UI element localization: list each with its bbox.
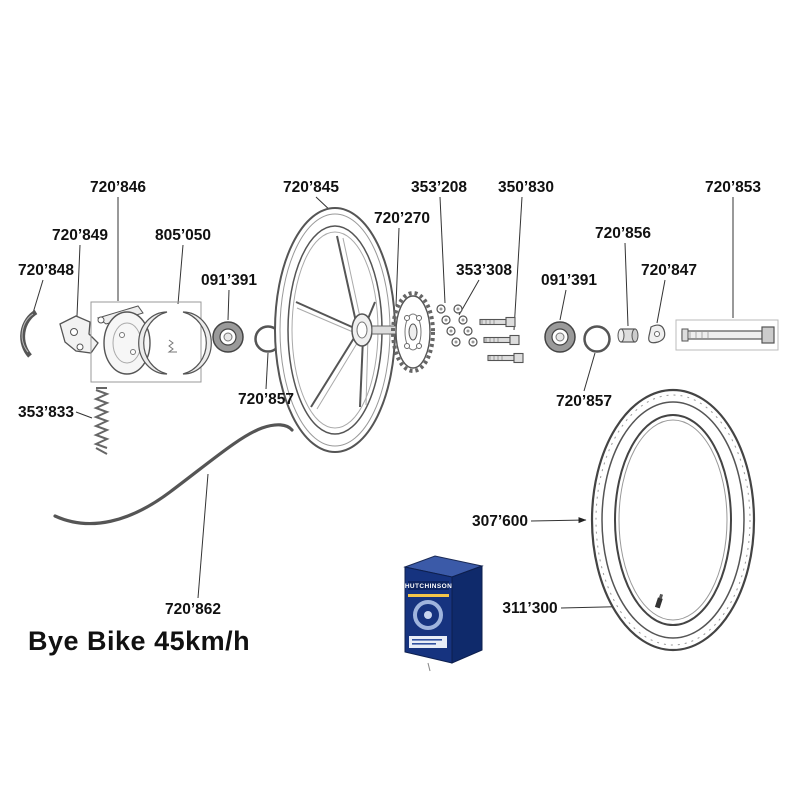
part-label-720857-right: 720’857 xyxy=(556,393,612,410)
clip-drawing xyxy=(20,309,38,358)
part-label-353308: 353’308 xyxy=(456,262,512,279)
part-label-091391-right: 091’391 xyxy=(541,272,597,289)
bearing-left-drawing xyxy=(212,321,244,353)
tube-illustration xyxy=(413,600,443,630)
wheel-drawing xyxy=(274,207,401,453)
part-label-720849: 720’849 xyxy=(52,227,108,244)
sprocket-drawing xyxy=(391,291,435,373)
part-label-353208: 353’208 xyxy=(411,179,467,196)
part-label-720862: 720’862 xyxy=(165,601,221,618)
brake-assembly-drawing xyxy=(90,301,212,383)
diagram-title: Bye Bike 45km/h xyxy=(28,626,250,656)
leader-lines xyxy=(32,196,734,610)
bearing-right-drawing xyxy=(544,321,576,353)
spacer-drawing xyxy=(617,328,639,343)
inner-tube-box: HUTCHINSON xyxy=(403,555,484,672)
brake-shoe-left xyxy=(138,311,168,375)
part-label-720270: 720’270 xyxy=(374,210,430,227)
part-label-307600: 307’600 xyxy=(472,513,528,530)
part-label-720847: 720’847 xyxy=(641,262,697,279)
brake-shoe-right xyxy=(182,311,212,375)
part-label-720846: 720’846 xyxy=(90,179,146,196)
washers-drawing xyxy=(436,304,478,347)
box-accent-stripe xyxy=(408,594,449,597)
bolts-drawing xyxy=(479,316,524,364)
part-label-805050: 805’050 xyxy=(155,227,211,244)
part-label-720856: 720’856 xyxy=(595,225,651,242)
part-label-350830: 350’830 xyxy=(498,179,554,196)
part-label-720845: 720’845 xyxy=(283,179,339,196)
part-label-091391-left: 091’391 xyxy=(201,272,257,289)
lever-drawing xyxy=(648,324,666,344)
axle-drawing xyxy=(675,319,779,351)
part-label-311300: 311’300 xyxy=(502,600,557,617)
o-ring-right-drawing xyxy=(583,325,611,353)
box-brand-text: HUTCHINSON xyxy=(405,583,452,590)
cable-drawing xyxy=(53,423,294,526)
part-label-720853: 720’853 xyxy=(705,179,761,196)
hub-bracket-drawing xyxy=(59,315,99,354)
tire-drawing xyxy=(590,388,756,652)
spring-drawing xyxy=(93,387,110,455)
part-labels: 720’846 720’849 805’050 720’848 091’391 … xyxy=(18,179,761,618)
part-label-720857-left: 720’857 xyxy=(238,391,294,408)
part-label-720848: 720’848 xyxy=(18,262,74,279)
part-label-353833: 353’833 xyxy=(18,404,74,421)
valve-drawing xyxy=(654,593,664,609)
